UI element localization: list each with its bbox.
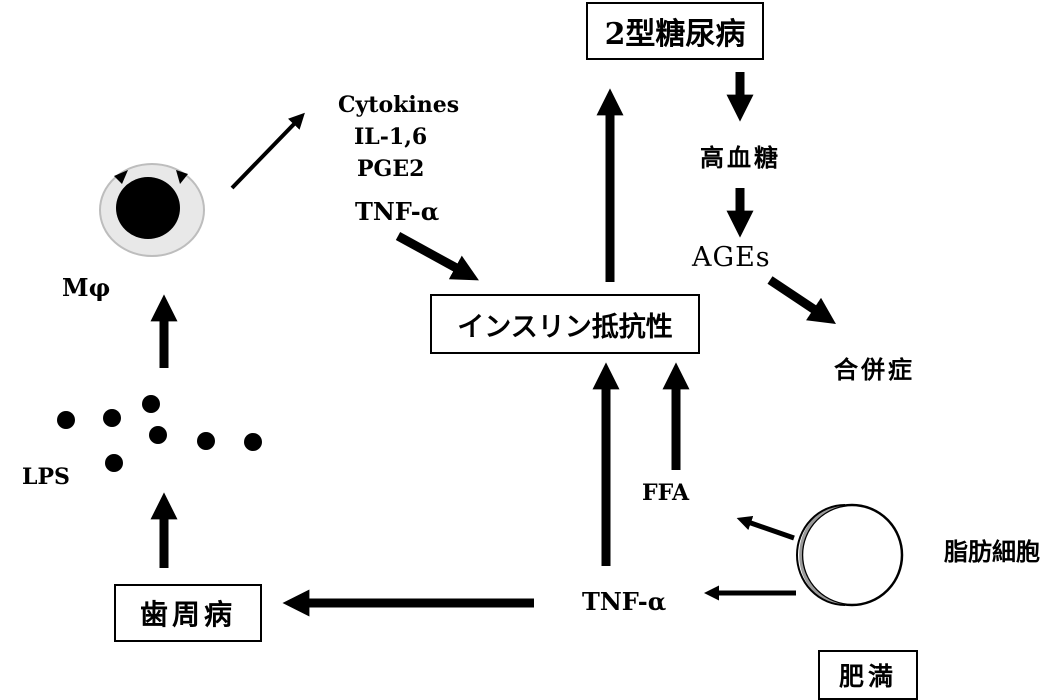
periodontitis-box: 歯周病 xyxy=(114,584,262,642)
pge2-label: PGE2 xyxy=(357,156,425,182)
macrophage-label: Mφ xyxy=(62,273,111,302)
hyperglycemia-label: 高血糖 xyxy=(700,143,781,172)
il-label: IL-1,6 xyxy=(354,124,428,150)
ffa-label: FFA xyxy=(642,480,690,506)
tnf-alpha-top-label: TNF-α xyxy=(355,197,440,226)
arrow-adipocyte-to-ffa xyxy=(736,515,795,541)
adipocyte-label: 脂肪細胞 xyxy=(944,537,1040,566)
complications-label: 合併症 xyxy=(834,355,915,384)
obesity-box: 肥満 xyxy=(818,650,918,700)
receptor-right-icon xyxy=(176,170,188,184)
receptor-left-icon xyxy=(114,170,128,184)
insulin-resistance-box: インスリン抵抗性 xyxy=(430,294,700,354)
arrow-macrophage-to-cytokines xyxy=(230,112,305,190)
adipocyte-cell xyxy=(796,503,904,607)
lps-label: LPS xyxy=(22,464,70,490)
lps-dots xyxy=(57,395,262,472)
diabetes-box: 2型糖尿病 xyxy=(586,2,764,60)
cytokines-label: Cytokines xyxy=(338,92,460,118)
ages-label: AGEs xyxy=(692,242,771,273)
arrows xyxy=(150,72,836,617)
macrophage-cell xyxy=(99,163,205,257)
tnf-alpha-bottom-label: TNF-α xyxy=(582,587,667,616)
arrow-tnf-to-insulin xyxy=(395,232,479,281)
arrow-ages-to-complications xyxy=(767,276,836,324)
